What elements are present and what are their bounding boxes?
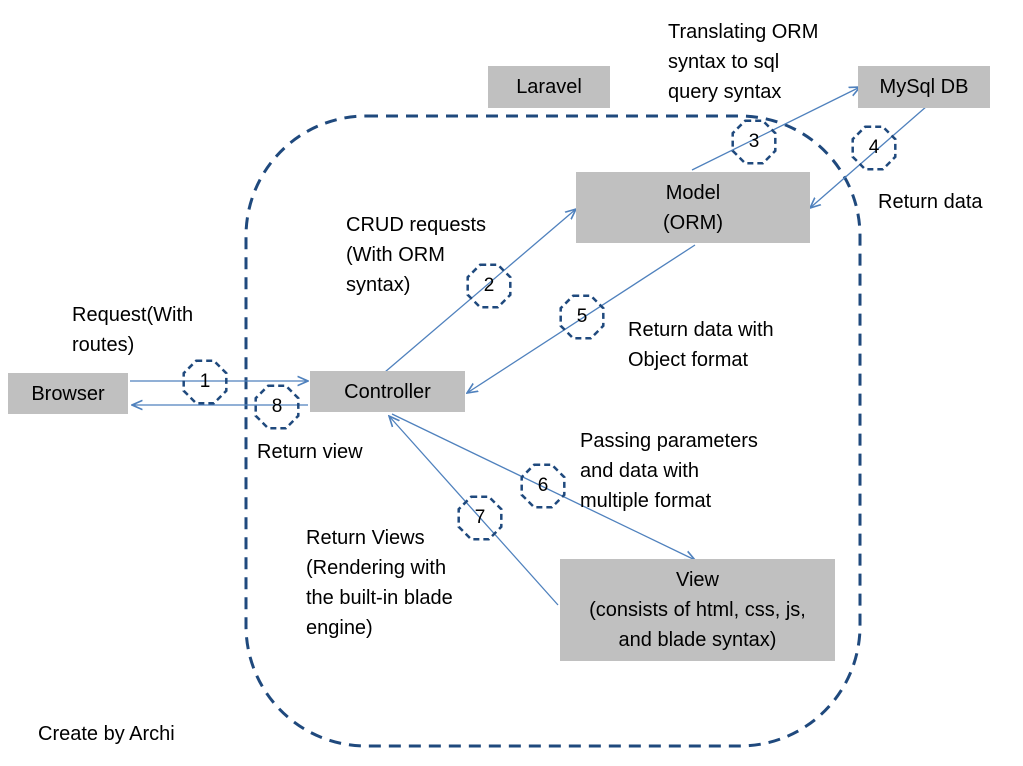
label-passing-parameters: Passing parameters and data with multipl… [580, 426, 758, 516]
label-return-views-line-3: the built-in blade [306, 587, 453, 609]
label-passing-line-2: and data with [580, 460, 699, 482]
label-passing-line-3: multiple format [580, 490, 712, 512]
laravel-container-border [244, 114, 862, 748]
label-return-object-line-1: Return data with [628, 319, 774, 341]
label-crud-line-2: (With ORM [346, 244, 445, 266]
step-number-4: 4 [868, 137, 880, 158]
step-marker-1 [182, 359, 228, 405]
mysql-db-label: MySql DB [879, 76, 969, 98]
step-marker-2 [466, 263, 512, 309]
laravel-label-text: Laravel [516, 76, 582, 98]
label-translating-line-3: query syntax [668, 81, 782, 103]
step-marker-6 [520, 463, 566, 509]
label-request: Request(With routes) [72, 300, 193, 360]
controller-label: Controller [344, 380, 431, 403]
arrow-mysql-to-model [810, 105, 928, 208]
model-subtitle: (ORM) [663, 211, 723, 234]
label-request-line-1: Request(With [72, 304, 194, 326]
browser-label: Browser [31, 382, 105, 405]
controller-node: Controller [310, 371, 465, 412]
arrow-controller-to-model [384, 209, 576, 373]
step-number-6: 6 [537, 475, 549, 496]
label-return-view: Return view [257, 437, 363, 467]
label-return-view-line-1: Return view [257, 441, 363, 463]
step-marker-3 [731, 119, 777, 165]
label-request-line-2: routes) [72, 334, 135, 356]
view-node: View (consists of html, css, js, and bla… [560, 559, 835, 661]
step-number-2: 2 [483, 275, 495, 296]
model-node: Model (ORM) [576, 172, 810, 243]
label-translating-line-2: syntax to sql [668, 51, 780, 73]
label-crud-line-1: CRUD requests [346, 214, 487, 236]
step-number-5: 5 [576, 306, 588, 327]
laravel-label: Laravel [488, 66, 610, 108]
step-marker-4 [851, 125, 897, 171]
label-crud-requests: CRUD requests (With ORM syntax) [346, 210, 486, 300]
label-return-object-line-2: Object format [628, 349, 749, 371]
arrow-model-to-controller [467, 244, 696, 393]
footer-credit-text: Create by Archi [38, 723, 175, 745]
step-number-7: 7 [474, 507, 486, 528]
label-return-data-line-1: Return data [878, 191, 983, 213]
label-passing-line-1: Passing parameters [580, 430, 758, 452]
step-number-1: 1 [199, 371, 211, 392]
label-return-views-line-2: (Rendering with [306, 557, 447, 579]
label-return-views-line-1: Return Views [306, 527, 425, 549]
view-desc-line-2: and blade syntax) [618, 629, 777, 651]
label-return-views-line-4: engine) [306, 617, 373, 639]
arrow-controller-to-view [391, 413, 695, 560]
step-number-3: 3 [748, 131, 760, 152]
footer-credit: Create by Archi [38, 719, 175, 749]
step-marker-5 [559, 294, 605, 340]
arrow-model-to-mysql [691, 87, 860, 171]
model-title: Model [665, 181, 721, 204]
step-marker-8 [254, 384, 300, 430]
label-crud-line-3: syntax) [346, 274, 411, 296]
label-translating: Translating ORM syntax to sql query synt… [668, 17, 818, 107]
view-desc-line-1: (consists of html, css, js, [589, 599, 806, 621]
label-return-data: Return data [878, 187, 983, 217]
arrow-view-to-controller [389, 416, 559, 606]
step-number-8: 8 [271, 396, 283, 417]
label-translating-line-1: Translating ORM [668, 21, 819, 43]
view-title: View [676, 569, 719, 591]
mysql-db-node: MySql DB [858, 66, 990, 108]
browser-node: Browser [8, 373, 128, 414]
step-marker-7 [457, 495, 503, 541]
label-return-views: Return Views (Rendering with the built-i… [306, 523, 453, 643]
label-return-object: Return data with Object format [628, 315, 774, 375]
